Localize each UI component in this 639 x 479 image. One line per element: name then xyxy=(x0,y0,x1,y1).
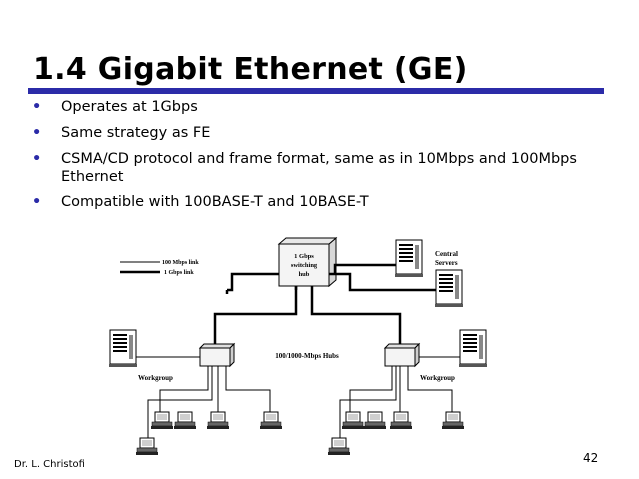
bullet-dot-icon: • xyxy=(32,150,41,168)
bullet-item: • CSMA/CD protocol and frame format, same… xyxy=(30,150,620,186)
footer-author: Dr. L. Christofi xyxy=(14,459,85,470)
bullet-text: Compatible with 100BASE-T and 10BASE-T xyxy=(61,194,369,210)
hub-label-line3: hub xyxy=(299,271,310,278)
page-number: 42 xyxy=(583,451,598,465)
workstation-icon xyxy=(151,412,173,429)
server-icon xyxy=(395,240,423,277)
workstation-icon xyxy=(390,412,412,429)
hub-label-line1: 1 Gbps xyxy=(294,253,314,260)
hub-left xyxy=(200,344,234,366)
hub-label-line2: switching xyxy=(291,262,318,269)
servers-label-line2: Servers xyxy=(435,259,458,267)
workstation-icon xyxy=(174,412,196,429)
workstation-icon xyxy=(260,412,282,429)
bullet-text: Same strategy as FE xyxy=(61,125,210,141)
legend-100-label: 100 Mbps link xyxy=(162,260,199,266)
bullet-dot-icon: • xyxy=(32,124,41,142)
workstation-icon xyxy=(342,412,364,429)
legend-1g-label: 1 Gbps link xyxy=(164,270,194,276)
bullet-item: • Compatible with 100BASE-T and 10BASE-T xyxy=(30,193,620,211)
link-legend: 100 Mbps link 1 Gbps link xyxy=(120,260,199,276)
bullet-dot-icon: • xyxy=(32,98,41,116)
network-diagram: 100 Mbps link 1 Gbps link 1 Gbps switchi… xyxy=(100,230,490,470)
bullet-list: •Operates at 1Gbps •Same strategy as FE … xyxy=(30,98,620,218)
workgroup-left-label: Workgroup xyxy=(138,374,173,382)
server-icon xyxy=(435,270,463,307)
workgroup-server-icon xyxy=(109,330,137,367)
bullet-dot-icon: • xyxy=(32,193,41,211)
bullet-item: • Operates at 1Gbps xyxy=(30,98,620,116)
workgroup-right-label: Workgroup xyxy=(420,374,455,382)
central-servers: Central Servers xyxy=(395,240,463,307)
slide-title: 1.4 Gigabit Ethernet (GE) xyxy=(33,52,468,87)
workgroup-server-icon xyxy=(459,330,487,367)
bullet-text: Operates at 1Gbps xyxy=(61,99,198,115)
bullet-text: CSMA/CD protocol and frame format, same … xyxy=(61,151,577,185)
workstation-icon xyxy=(442,412,464,429)
switching-hub: 1 Gbps switching hub xyxy=(279,238,336,286)
workstation-icon xyxy=(136,438,158,455)
bullet-item: • Same strategy as FE xyxy=(30,124,620,142)
title-underline xyxy=(28,88,604,94)
servers-label-line1: Central xyxy=(435,250,458,258)
workstation-icon xyxy=(364,412,386,429)
workstation-icon xyxy=(328,438,350,455)
workstation-icon xyxy=(207,412,229,429)
hub-right xyxy=(385,344,419,366)
hubs-label: 100/1000-Mbps Hubs xyxy=(275,352,339,360)
